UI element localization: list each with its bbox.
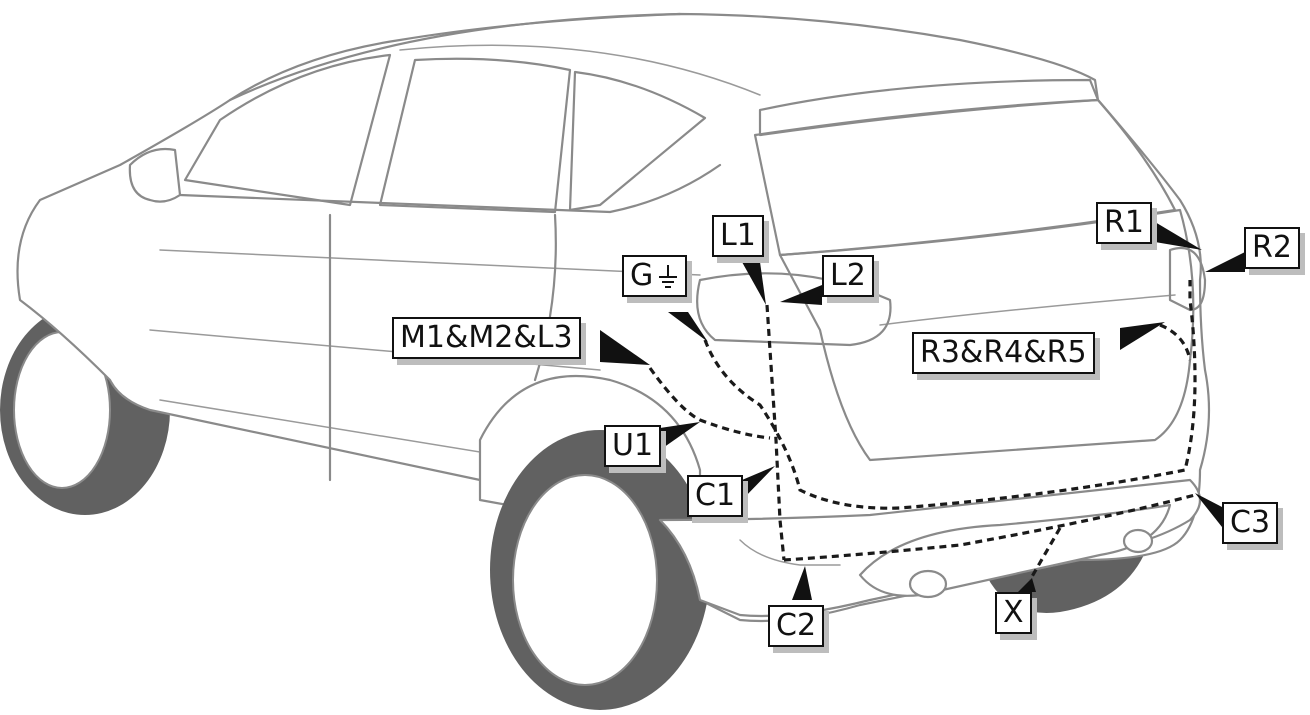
side-window-middle — [378, 57, 572, 214]
label-g: G — [622, 255, 688, 297]
label-pointers — [600, 222, 1245, 600]
label-u1: U1 — [604, 425, 662, 467]
label-r3-r4-r5: R3&R4&R5 — [912, 332, 1095, 374]
side-mirror — [128, 147, 182, 203]
exhaust-pipe-left — [908, 569, 948, 599]
exhaust-pipe-right — [1122, 528, 1154, 554]
label-r2: R2 — [1244, 227, 1300, 269]
tailgate — [778, 208, 1195, 462]
tail-lamp-left — [696, 272, 892, 347]
label-c3: C3 — [1222, 502, 1279, 544]
label-c2: C2 — [768, 605, 825, 647]
near-rear-wheel — [490, 430, 710, 710]
label-c1: C1 — [687, 475, 744, 517]
side-window-rear — [183, 53, 392, 207]
label-l2: L2 — [822, 255, 874, 297]
label-x: X — [995, 592, 1032, 634]
label-r1: R1 — [1096, 202, 1152, 244]
wiring-harness — [648, 280, 1197, 581]
label-l1: L1 — [712, 215, 764, 257]
label-g-text: G — [630, 258, 654, 293]
side-window-front — [568, 70, 707, 212]
ground-symbol-icon — [659, 265, 678, 288]
label-m1-m2-l3: M1&M2&L3 — [392, 317, 581, 359]
car-body-outline — [16, 12, 1211, 623]
